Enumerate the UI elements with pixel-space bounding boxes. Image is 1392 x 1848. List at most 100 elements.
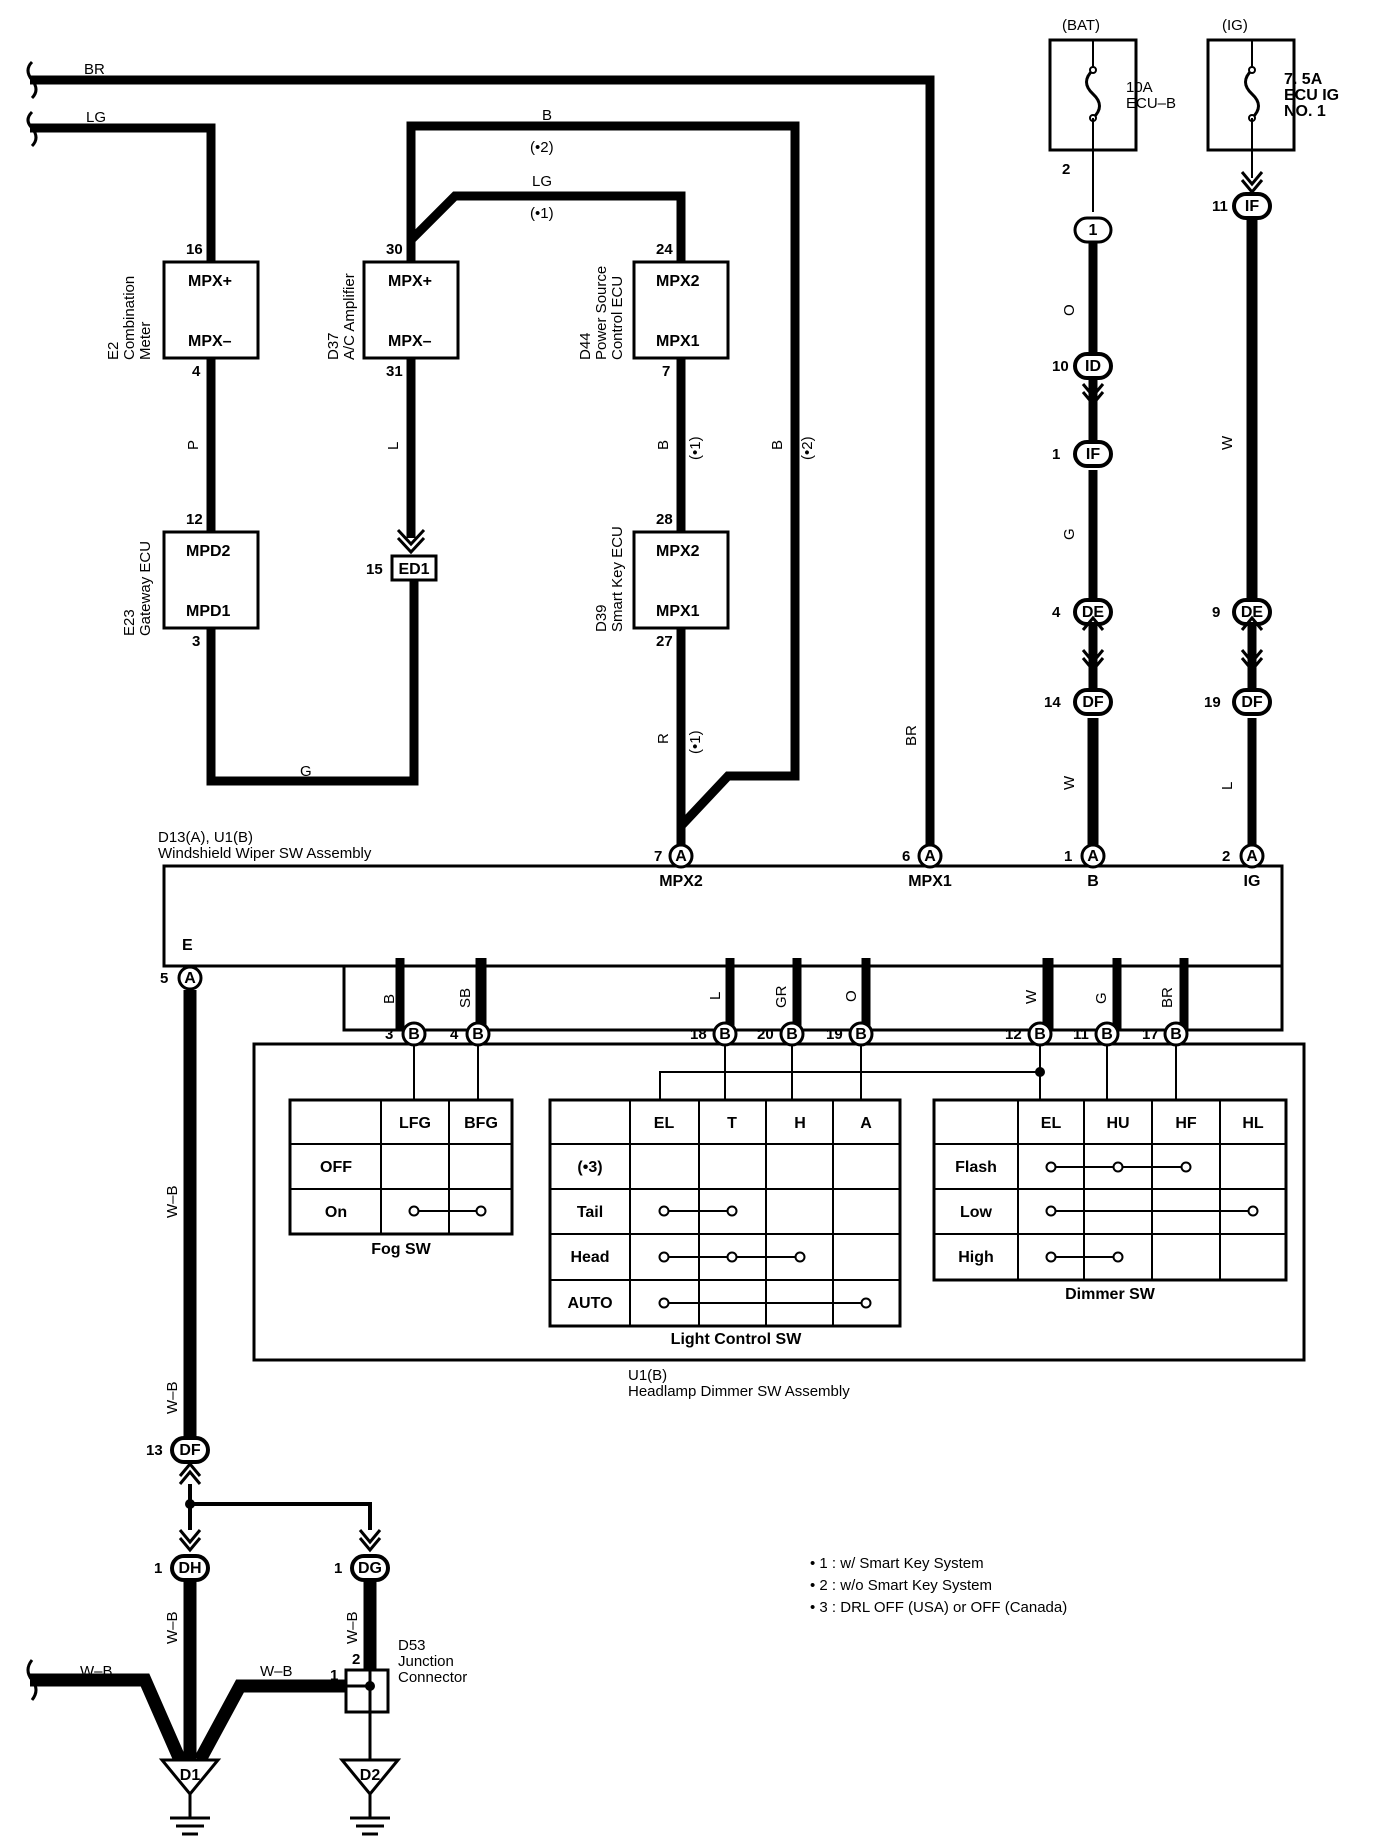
- connector-if-bat-label: IF: [1086, 446, 1100, 463]
- pin-num: 3: [385, 1026, 393, 1043]
- label-p: P: [185, 440, 202, 450]
- e2-name2: Meter: [137, 322, 154, 360]
- connector-dg-label: DG: [358, 1560, 382, 1577]
- junction-id: D53: [398, 1637, 426, 1654]
- component-d44: MPX2 MPX1 24 7 D44 Power Source Control …: [577, 241, 730, 380]
- connector-if-ig-label: IF: [1245, 198, 1259, 215]
- splice-point: [1035, 1067, 1045, 1077]
- light-row-head: Head: [570, 1249, 609, 1266]
- d37-term-bot: MPX–: [388, 333, 432, 350]
- continuity-head: [658, 1251, 806, 1263]
- label-wb1: W–B: [164, 1185, 181, 1218]
- footnote-2: • 2 : w/o Smart Key System: [810, 1577, 992, 1594]
- fog-col-bfg: BFG: [464, 1115, 498, 1132]
- pin-num: 17: [1142, 1026, 1159, 1043]
- fog-sw-title: Fog SW: [371, 1241, 431, 1258]
- d39-pin-top: 28: [656, 511, 673, 528]
- ground-d1-label: D1: [180, 1767, 201, 1784]
- wiper-pin-ig: A 2 IG: [1222, 843, 1265, 890]
- connector-if-ig-pin: 11: [1212, 198, 1228, 215]
- connector-de-bat-pin: 4: [1052, 604, 1061, 621]
- label-br: BR: [84, 61, 105, 78]
- pin-b3: B 3: [385, 1021, 427, 1047]
- connector-1: 1: [1073, 216, 1113, 244]
- sub-wire-gr: GR: [773, 985, 790, 1008]
- pin-conn: B: [1101, 1026, 1113, 1043]
- female-terminal-icon: [396, 528, 426, 555]
- junction-pin2: 2: [352, 1651, 360, 1668]
- sub-wire-br: BR: [1159, 987, 1176, 1008]
- label-b-right-note: (•2): [799, 436, 816, 460]
- double-wires: [30, 220, 1258, 1764]
- wire-lg-note1: [407, 191, 686, 262]
- fuse-element-icon: [1085, 68, 1101, 120]
- e2-pin-top: 16: [186, 241, 203, 258]
- pin-num: 20: [757, 1026, 774, 1043]
- pin-num: 1: [1064, 848, 1072, 865]
- pin-conn: B: [408, 1026, 420, 1043]
- ig-fuse-name1: ECU IG: [1284, 87, 1339, 104]
- e2-term-top: MPX+: [188, 273, 232, 290]
- wire-b-note2: [406, 121, 800, 830]
- label-b-d44: B: [655, 440, 672, 450]
- label-b-right: B: [769, 440, 786, 450]
- break-mark-wb: [26, 1659, 38, 1701]
- continuity-auto: [658, 1297, 872, 1309]
- connector-de-bat: DE 4: [1052, 598, 1113, 626]
- sub-wire-labels: B SB L GR O W G BR: [381, 985, 1176, 1008]
- connector-id: ID 10: [1052, 352, 1113, 380]
- component-d37: MPX+ MPX– 30 31 D37 A/C Amplifier: [325, 241, 460, 380]
- label-l: L: [385, 442, 402, 450]
- connector-dh: DH 1: [154, 1554, 210, 1582]
- pin-b19: B 19: [826, 1021, 874, 1047]
- pin-b20: B 20: [757, 1021, 805, 1047]
- ground-d2-label: D2: [360, 1767, 381, 1784]
- d39-name1: Smart Key ECU: [609, 526, 626, 632]
- pin-conn: A: [924, 848, 936, 865]
- bottom-pins: B 3 B 4 B 18 B 20 B 19: [385, 1021, 1189, 1047]
- female-terminal-icon: [178, 1529, 202, 1553]
- label-b-d44-note: (•1): [687, 436, 704, 460]
- dimmer-col-hf: HF: [1175, 1115, 1197, 1132]
- pin-conn: B: [472, 1026, 484, 1043]
- d44-term-top: MPX2: [656, 273, 700, 290]
- dimmer-col-hl: HL: [1242, 1115, 1264, 1132]
- pin-conn: A: [184, 970, 196, 987]
- wiper-pin-mpx2: A 7 MPX2: [654, 843, 703, 890]
- d37-pin-bot: 31: [386, 363, 403, 380]
- d44-id: D44: [577, 332, 594, 360]
- light-control-sw-table: EL T H A (•3) Tail Head AUTO: [548, 1098, 902, 1348]
- dimmer-col-hu: HU: [1106, 1115, 1129, 1132]
- label-wb-h1: W–B: [80, 1663, 113, 1680]
- label-l-ig: L: [1219, 782, 1236, 790]
- fuse-bat: (BAT) 10A ECU–B 2: [1048, 17, 1176, 212]
- label-g-bottom: G: [300, 763, 312, 780]
- dimmer-sw-title: Dimmer SW: [1065, 1286, 1156, 1303]
- d39-term-bot: MPX1: [656, 603, 700, 620]
- pin-term: MPX2: [659, 873, 703, 890]
- bat-fuse-name: ECU–B: [1126, 95, 1176, 112]
- connector-1-label: 1: [1089, 222, 1098, 239]
- label-wb-dh: W–B: [164, 1611, 181, 1644]
- connector-df-ig: DF 19: [1204, 688, 1272, 716]
- d39-pin-bot: 27: [656, 633, 673, 650]
- pin-num: 4: [450, 1026, 459, 1043]
- e2-name1: Combination: [121, 276, 138, 360]
- label-o: O: [1061, 304, 1078, 316]
- dimmer-row-low: Low: [960, 1204, 993, 1221]
- ground-d2: D2: [338, 1758, 402, 1836]
- bat-source-label: (BAT): [1062, 17, 1100, 34]
- d44-pin-top: 24: [656, 241, 673, 258]
- connector-if-bat: IF 1: [1052, 440, 1113, 468]
- sub-wire-b: B: [381, 994, 398, 1004]
- break-mark-lg: [26, 110, 38, 148]
- connector-df-ig-pin: 19: [1204, 694, 1221, 711]
- d39-id: D39: [593, 604, 610, 632]
- light-row-off: (•3): [577, 1159, 602, 1176]
- label-wb-h2: W–B: [260, 1663, 293, 1680]
- label-lg: LG: [86, 109, 106, 126]
- junction-connector-d53: 2 1 D53 Junction Connector: [330, 1637, 467, 1714]
- connector-de-bat-label: DE: [1082, 604, 1105, 621]
- headlamp-title2: Headlamp Dimmer SW Assembly: [628, 1383, 850, 1400]
